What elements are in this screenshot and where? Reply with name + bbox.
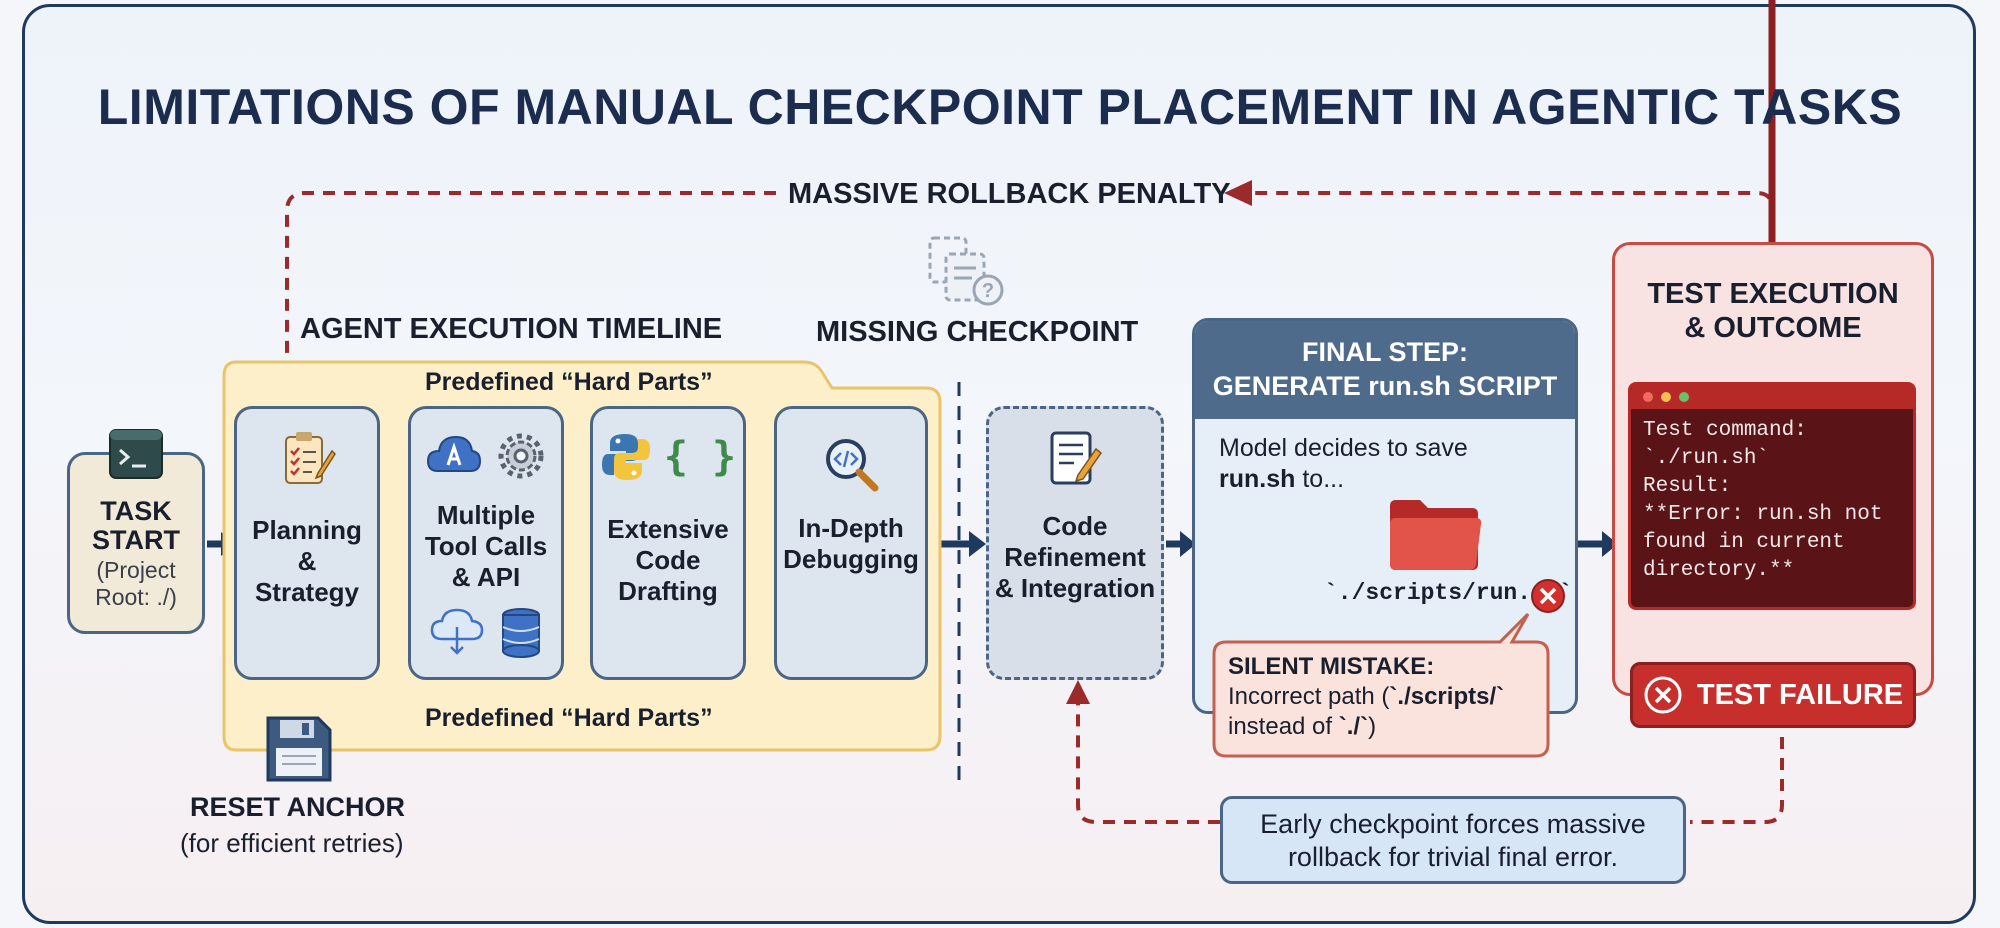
final-step-header-line2: GENERATE run.sh SCRIPT <box>1212 371 1558 401</box>
bottom-note-line2: rollback for trivial final error. <box>1287 842 1619 872</box>
window-close-dot <box>1643 392 1653 402</box>
silent-mistake-bubble <box>1212 612 1550 758</box>
missing-checkpoint-label: MISSING CHECKPOINT <box>816 316 1139 348</box>
task-start-sub1: (Project <box>96 557 176 583</box>
terminal-line: **Error: run.sh not <box>1643 503 1883 526</box>
tools-line3: & API <box>451 562 521 592</box>
error-x-icon <box>1530 578 1566 619</box>
page-title: LIMITATIONS OF MANUAL CHECKPOINT PLACEME… <box>97 79 1903 135</box>
python-icon <box>600 431 652 488</box>
debugging-line1: In-Depth <box>798 513 904 543</box>
reset-anchor-subtitle: (for efficient retries) <box>180 828 404 858</box>
silent-mistake-line1-bold: `./scripts/` <box>1389 683 1505 710</box>
rollback-arrowhead <box>1224 180 1252 206</box>
drafting-line3: Drafting <box>618 576 718 606</box>
hard-parts-region <box>222 360 942 752</box>
checklist-icon <box>237 429 377 487</box>
terminal-line: Result: <box>1643 475 1732 498</box>
cloud-download-icon <box>430 607 484 664</box>
task-start-line1: TASK <box>100 496 172 526</box>
floppy-disk-icon <box>262 712 336 791</box>
terminal-line: Test command: <box>1643 419 1807 442</box>
final-step-path: `./scripts/run.sh` <box>1324 580 1573 606</box>
braces-icon: { } <box>663 434 737 480</box>
refinement-line1: Code <box>1042 511 1108 541</box>
refinement-line2: Refinement <box>1004 542 1146 572</box>
failure-x-icon <box>1644 676 1682 714</box>
bottom-loop-line-left <box>1076 700 1220 824</box>
tools-line1: Multiple <box>436 500 536 530</box>
folder-icon <box>1386 494 1484 579</box>
test-failure-badge: TEST FAILURE <box>1630 662 1916 728</box>
refinement-card: Code Refinement & Integration <box>986 406 1164 680</box>
debugging-line2: Debugging <box>783 544 919 574</box>
hard-parts-bottom-label: Predefined “Hard Parts” <box>425 704 713 732</box>
database-icon <box>500 607 542 664</box>
terminal-line: `./run.sh` <box>1643 447 1770 470</box>
bottom-note-line1: Early checkpoint forces massive <box>1260 809 1646 839</box>
tools-line2: Tool Calls <box>424 531 548 561</box>
final-step-desc-bold: run.sh <box>1219 465 1296 493</box>
silent-mistake-line2-bold: `./` <box>1338 713 1369 740</box>
drafting-line1: Extensive <box>607 514 729 544</box>
debugging-card: In-Depth Debugging <box>774 406 928 680</box>
silent-mistake-line1-pre: Incorrect path ( <box>1228 683 1390 710</box>
planning-card: Planning & Strategy <box>234 406 380 680</box>
drafting-card: { } Extensive Code Drafting <box>590 406 746 680</box>
test-header-line2: & OUTCOME <box>1684 312 1862 344</box>
bottom-note: Early checkpoint forces massive rollback… <box>1220 796 1686 884</box>
hard-parts-top-label: Predefined “Hard Parts” <box>425 368 713 396</box>
rollback-loop-line-left <box>285 191 776 388</box>
final-step-desc-rest: to... <box>1295 465 1345 493</box>
window-minimize-dot <box>1661 392 1671 402</box>
terminal-output: Test command: `./run.sh` Result: **Error: r… <box>1631 409 1913 585</box>
svg-text:?: ? <box>982 280 994 302</box>
refinement-line3: & Integration <box>994 573 1156 603</box>
tools-card: Multiple Tool Calls & API <box>408 406 564 680</box>
silent-mistake-line2-pre: instead of <box>1228 713 1339 740</box>
drafting-line2: Code <box>635 545 701 575</box>
final-step-header-line1: FINAL STEP: <box>1301 337 1468 367</box>
planning-line1: Planning <box>252 515 362 545</box>
silent-mistake-line2-post: ) <box>1368 713 1377 740</box>
missing-document-icon: ? <box>924 232 1006 317</box>
terminal-line: found in current <box>1643 531 1845 554</box>
final-step-header: FINAL STEP: GENERATE run.sh SCRIPT <box>1195 321 1575 419</box>
terminal-titlebar <box>1631 385 1913 409</box>
task-start-card: TASK START (Project Root: ./) <box>67 452 205 634</box>
rollback-penalty-label: MASSIVE ROLLBACK PENALTY <box>788 178 1231 210</box>
silent-mistake-title: SILENT MISTAKE: <box>1228 653 1435 680</box>
planning-line3: Strategy <box>254 577 360 607</box>
test-header-line1: TEST EXECUTION <box>1647 278 1899 310</box>
terminal-window: Test command: `./run.sh` Result: **Error: r… <box>1628 382 1916 610</box>
terminal-line: directory.** <box>1643 559 1795 582</box>
test-failure-label: TEST FAILURE <box>1696 678 1904 711</box>
planning-line2: & <box>297 546 317 576</box>
final-step-desc-line1: Model decides to save <box>1219 434 1468 462</box>
timeline-label: AGENT EXECUTION TIMELINE <box>300 313 723 345</box>
task-start-line2: START <box>92 525 180 555</box>
window-maximize-dot <box>1679 392 1689 402</box>
edit-document-icon <box>989 429 1161 489</box>
rollback-loop-line <box>1250 191 1774 240</box>
code-magnifier-icon <box>777 435 925 493</box>
bottom-loop-line <box>1690 737 1784 824</box>
gear-icon <box>496 431 546 486</box>
bottom-loop-up-arrowhead <box>1066 680 1090 704</box>
terminal-icon <box>108 428 164 485</box>
task-start-sub2: Root: ./) <box>95 584 177 610</box>
silent-mistake-text: SILENT MISTAKE: Incorrect path (`./scrip… <box>1228 652 1504 742</box>
cloud-api-icon <box>426 431 482 486</box>
reset-anchor-title: RESET ANCHOR <box>190 792 406 822</box>
